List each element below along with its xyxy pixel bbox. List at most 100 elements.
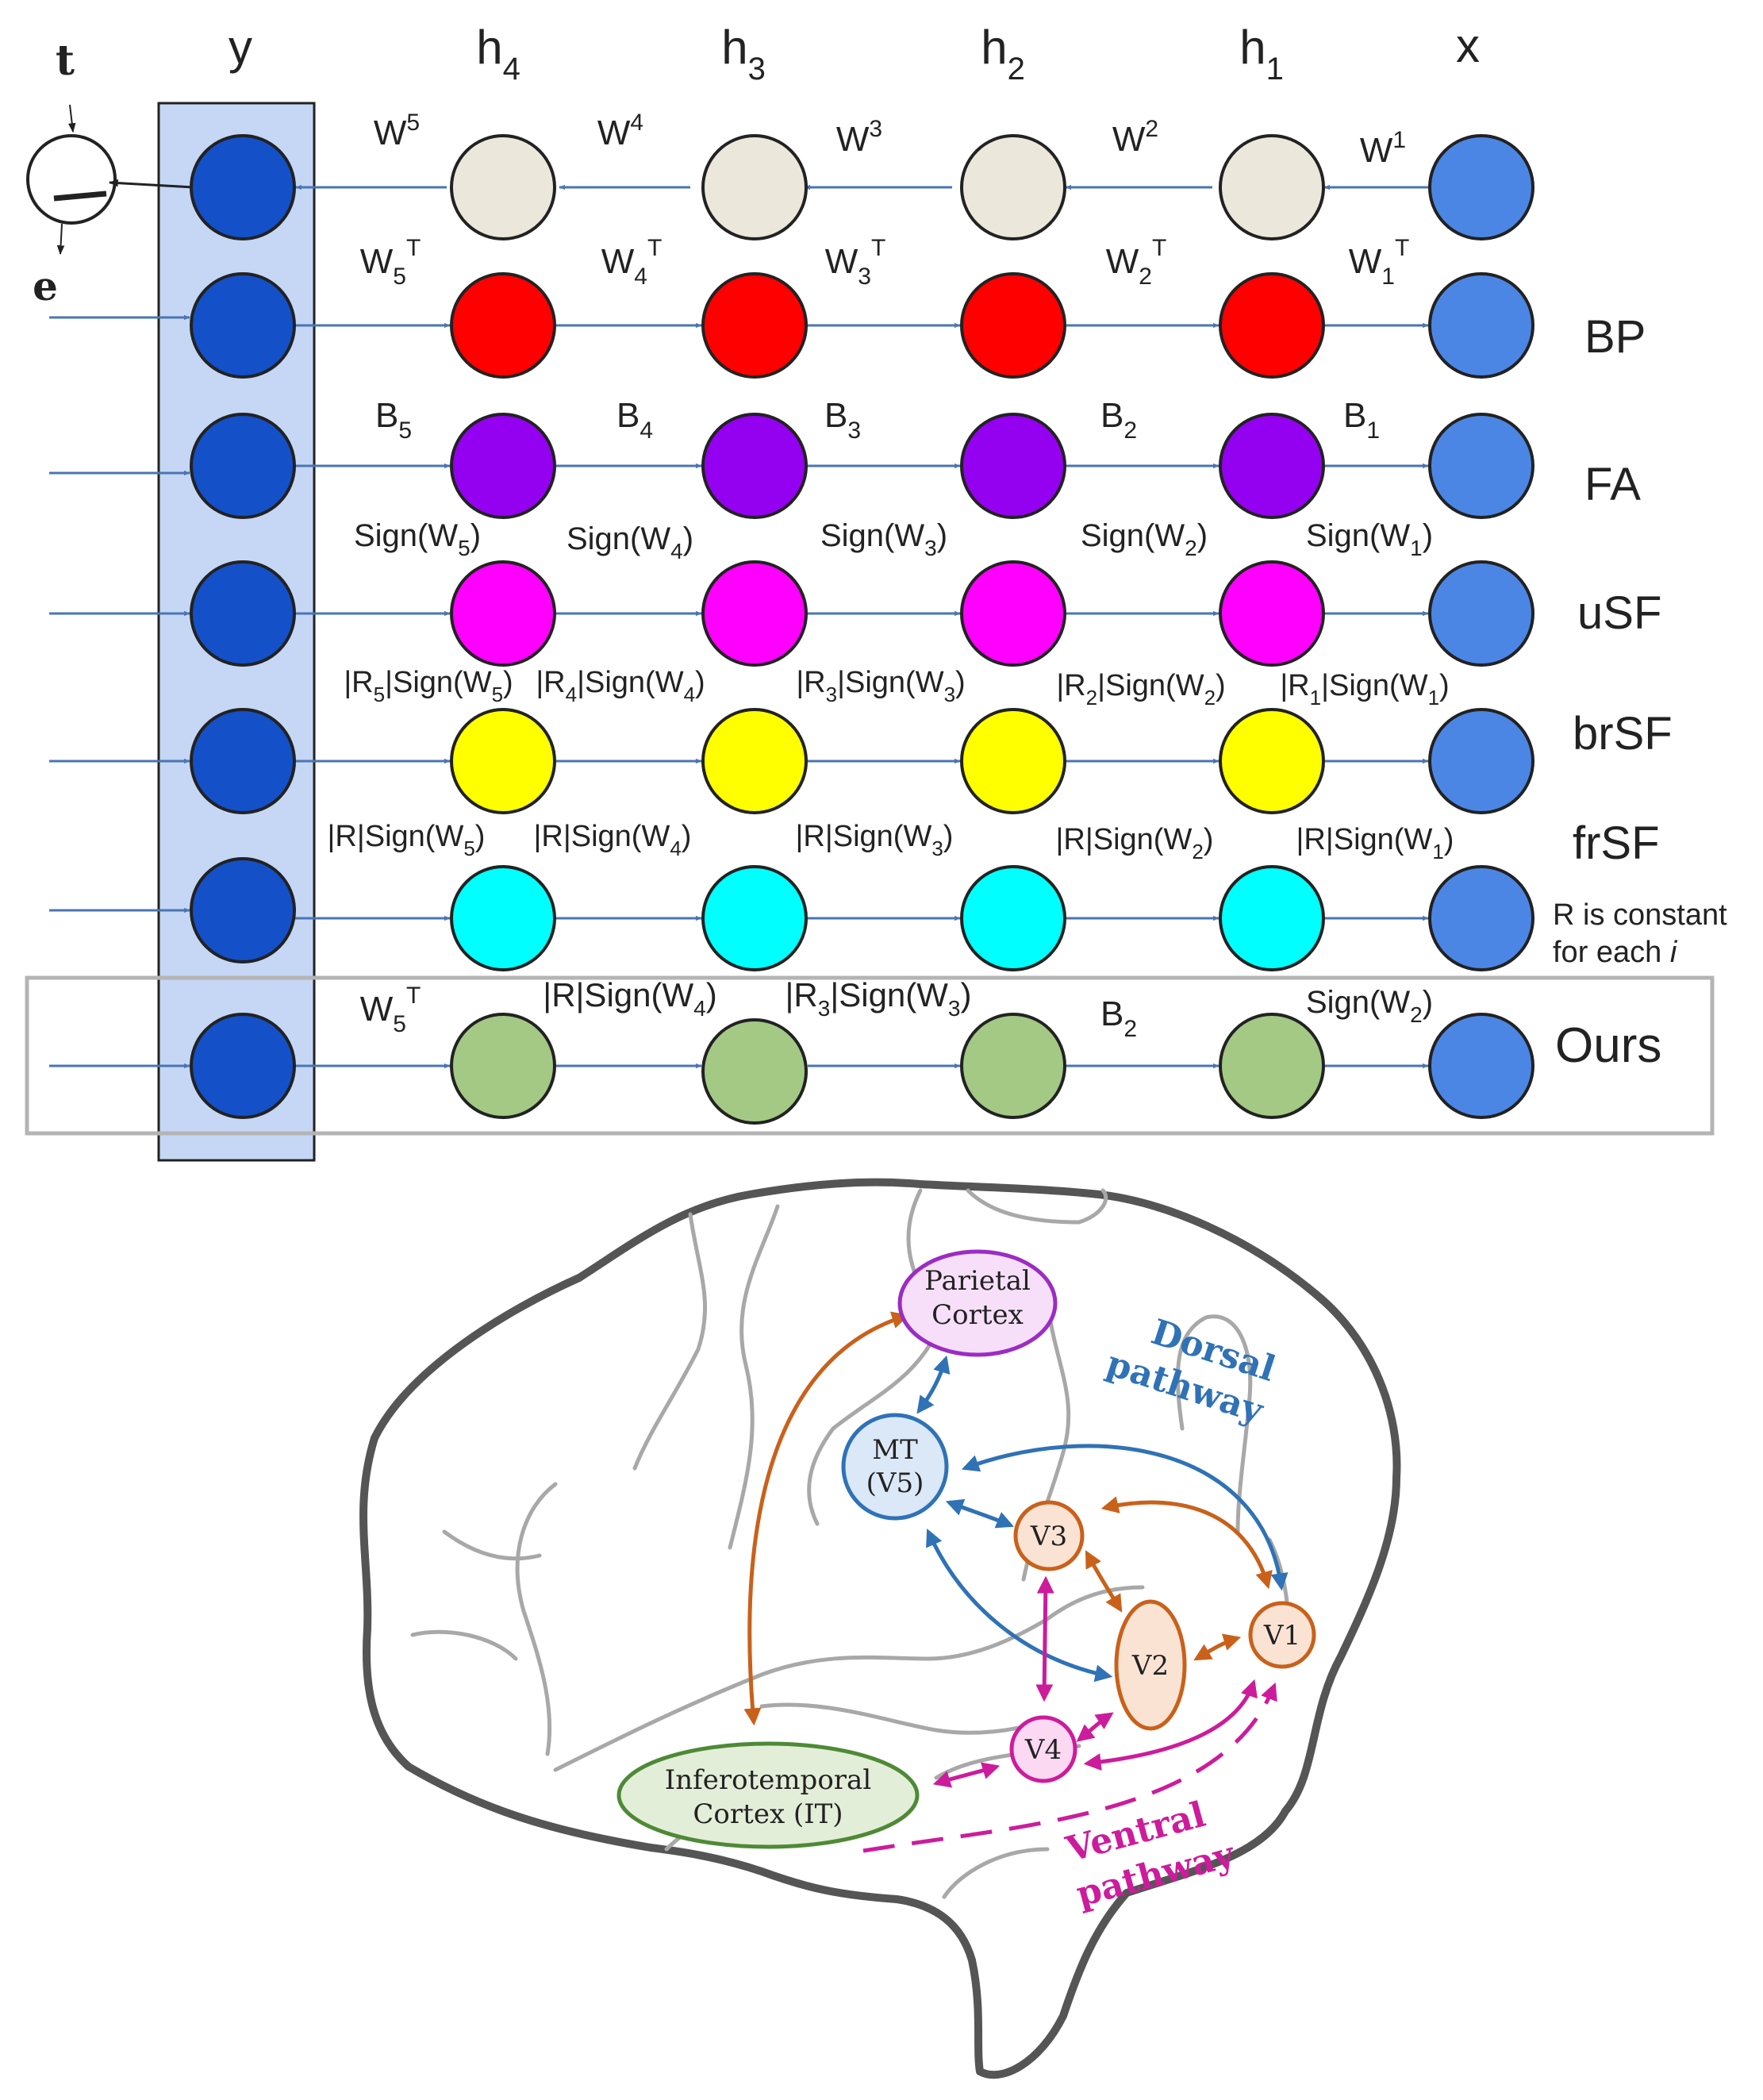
v3-label: V3: [1030, 1521, 1067, 1552]
inferotemporal-cortex-label: Inferotemporal: [665, 1764, 871, 1796]
feedback-label-w4-transpose: W4T: [601, 235, 663, 290]
weight-label-w3: W3: [836, 116, 882, 159]
bp-node-h2: [960, 272, 1066, 379]
pathway-connections: [743, 1311, 1289, 1853]
feedback-label-r5-sign-w5: |R5|Sign(W5): [344, 666, 513, 706]
feedback-label-sign-w2: Sign(W2): [1306, 985, 1433, 1027]
feedback-label-r-sign-w5: |R|Sign(W5): [328, 820, 486, 860]
row-label-brsf: brSF: [1573, 708, 1673, 760]
column-header-x: x: [1456, 19, 1480, 72]
feedback-label-r-sign-w3: |R|Sign(W3): [796, 820, 954, 860]
output-node: [190, 560, 296, 667]
inferotemporal-cortex-label-line2: Cortex (IT): [693, 1798, 843, 1830]
column-header-y: y: [229, 21, 252, 74]
input-node: [1428, 413, 1534, 519]
ours-node-h4: [450, 1013, 556, 1119]
feedback-label-r-sign-w4: |R|Sign(W4): [543, 976, 716, 1021]
v4-v1-connection: [1083, 1679, 1258, 1771]
row-label-frsf: frSF: [1573, 817, 1660, 869]
feedback-label-r4-sign-w4: |R4|Sign(W4): [536, 666, 705, 706]
mt-v3-connection: [945, 1498, 1015, 1529]
parietal-cortex-label-line2: Cortex: [931, 1299, 1024, 1331]
output-node: [190, 1013, 296, 1119]
hidden-node-h3: [701, 134, 808, 240]
usf-node-h2: [960, 560, 1066, 667]
sulcus-line: [632, 1212, 708, 1471]
v3-region: V3: [1013, 1500, 1085, 1571]
bp-node-h3: [701, 272, 808, 379]
target-label: t: [56, 37, 75, 85]
feedback-label-sign-w2: Sign(W2): [1081, 518, 1208, 560]
v1-shape: [1248, 1601, 1316, 1669]
row-label-usf: uSF: [1577, 587, 1661, 639]
input-node: [1428, 1013, 1534, 1119]
fa-node-h3: [701, 413, 808, 519]
weight-label-w4: W4: [597, 110, 643, 152]
weight-label-w2: W2: [1112, 116, 1158, 159]
inferotemporal-cortex: Inferotemporal Cortex (IT): [616, 1741, 920, 1849]
feedback-label-b1: B1: [1343, 396, 1380, 444]
brain-outline: [359, 1178, 1401, 2079]
feedback-label-sign-w3: Sign(W3): [820, 518, 947, 560]
v1-label: V1: [1263, 1620, 1300, 1652]
feedback-label-r-sign-w2: |R|Sign(W2): [1056, 823, 1214, 863]
ours-node-h2: [960, 1013, 1066, 1119]
v2-region: V2: [1114, 1599, 1187, 1731]
feedback-label-r3-sign-w3: |R3|Sign(W3): [796, 666, 965, 706]
feedback-label-w2-transpose: W2T: [1106, 235, 1167, 290]
mt-v2-connection: [926, 1528, 1113, 1683]
column-header-h1: h1: [1239, 21, 1284, 87]
output-to-loss-arrow: [108, 179, 194, 189]
inferotemporal-cortex-shape: [616, 1741, 920, 1849]
parietal-cortex-label: Parietal: [924, 1265, 1031, 1297]
brain-visual-pathways: Parietal Cortex MT (V5) V3 V2 V1 V4 Infe…: [359, 1178, 1401, 2079]
sulcus-line: [410, 1629, 518, 1661]
forward-row: W5 W4 W3 W2 W1: [190, 110, 1534, 240]
r-constant-note-line2: for each i: [1553, 936, 1678, 969]
feedback-label-w1-transpose: W1T: [1349, 235, 1410, 290]
bp-row: W5T W4T W3T W2T W1T BP: [49, 235, 1646, 379]
feedback-label-b2: B2: [1100, 396, 1137, 444]
frsf-row: |R|Sign(W5) |R|Sign(W4) |R|Sign(W3) |R|S…: [49, 817, 1727, 971]
mt-v5-label: MT: [872, 1434, 918, 1466]
feedback-label-r1-sign-w1: |R1|Sign(W1): [1280, 669, 1449, 710]
mt-v5-region: MT (V5): [841, 1413, 949, 1521]
column-header-h2: h2: [981, 21, 1025, 87]
frsf-node-h4: [450, 865, 556, 971]
feedback-label-b5: B5: [375, 396, 412, 444]
frsf-node-h2: [960, 865, 1066, 971]
output-node: [190, 413, 296, 519]
feedback-label-sign-w4: Sign(W4): [567, 521, 693, 563]
learning-rules-diagram: y h4 h3 h2 h1 x t e W5 W4 W3: [25, 19, 1727, 1162]
brsf-node-h2: [960, 708, 1066, 814]
error-label: e: [33, 263, 58, 310]
error-arrow: [56, 223, 65, 256]
feedback-label-b4: B4: [616, 396, 653, 444]
column-header-h4: h4: [476, 21, 520, 87]
column-header-h3: h3: [721, 21, 766, 87]
hidden-node-h1: [1219, 134, 1325, 240]
v2-v1-connection: [1193, 1633, 1242, 1661]
v3-v4-connection: [1035, 1575, 1054, 1702]
it-parietal-connection: [743, 1311, 910, 1726]
v3-shape: [1013, 1500, 1085, 1571]
brsf-node-h4: [450, 708, 556, 814]
brsf-node-h3: [701, 708, 808, 814]
ours-node-h3: [701, 1018, 808, 1125]
fa-node-h2: [960, 413, 1066, 519]
feedback-label-r3-sign-w3: |R3|Sign(W3): [785, 976, 971, 1021]
hidden-node-h4: [450, 134, 556, 240]
ours-highlight-box: [25, 975, 1715, 1136]
mt-v5-shape: [841, 1413, 949, 1521]
input-node: [1428, 134, 1534, 240]
usf-node-h4: [450, 560, 556, 667]
v4-shape: [1009, 1715, 1077, 1783]
v4-region: V4: [1009, 1715, 1077, 1783]
output-node: [190, 708, 296, 814]
weight-label-w1: W1: [1360, 127, 1406, 170]
parietal-cortex: Parietal Cortex: [897, 1249, 1058, 1357]
ours-node-h1: [1219, 1013, 1325, 1119]
mt-v5-label-line2: (V5): [866, 1467, 924, 1499]
parietal-cortex-shape: [897, 1249, 1058, 1357]
